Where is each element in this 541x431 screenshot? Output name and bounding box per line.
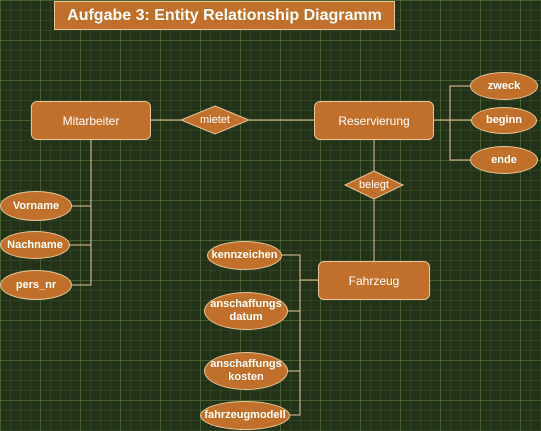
- attribute-anschaffungskosten[interactable]: anschaffungs kosten: [204, 352, 288, 390]
- attribute-beginn-label: beginn: [485, 114, 523, 126]
- entity-mitarbeiter-label: Mitarbeiter: [62, 113, 120, 128]
- attribute-fahrzeugmodell[interactable]: fahrzeugmodell: [200, 401, 290, 430]
- entity-mitarbeiter[interactable]: Mitarbeiter: [31, 101, 151, 140]
- edge-reservierung-ende: [449, 120, 470, 161]
- entity-reservierung-label: Reservierung: [338, 113, 410, 128]
- attribute-beginn[interactable]: beginn: [471, 107, 537, 134]
- attribute-ende-label: ende: [491, 153, 517, 166]
- attribute-pers-nr-label: pers_nr: [15, 278, 57, 291]
- diagram-title: Aufgabe 3: Entity Relationship Diagramm: [54, 1, 395, 30]
- edge-reservierung-zweck: [434, 85, 470, 121]
- entity-fahrzeug[interactable]: Fahrzeug: [318, 261, 430, 300]
- edge-fahrzeug-modell: [290, 280, 301, 416]
- attribute-kennzeichen-label: kennzeichen: [211, 249, 278, 261]
- attribute-anschaffungsdatum-label: anschaffungs datum: [210, 298, 282, 323]
- attribute-zweck[interactable]: zweck: [470, 72, 538, 100]
- relationship-belegt-label: belegt: [359, 179, 389, 191]
- entity-fahrzeug-label: Fahrzeug: [348, 273, 400, 288]
- attribute-zweck-label: zweck: [487, 79, 521, 92]
- relationship-diamond-belegt: [343, 170, 405, 200]
- attribute-pers-nr[interactable]: pers_nr: [0, 270, 72, 300]
- attribute-ende[interactable]: ende: [470, 146, 538, 174]
- attribute-kennzeichen[interactable]: kennzeichen: [207, 241, 282, 270]
- relationship-belegt[interactable]: belegt: [345, 171, 403, 199]
- attribute-vorname[interactable]: Vorname: [0, 191, 72, 221]
- attribute-nachname-label: Nachname: [7, 238, 63, 251]
- relationship-mietet[interactable]: mietet: [181, 106, 249, 134]
- relationship-diamond-mietet: [179, 105, 251, 135]
- attribute-fahrzeugmodell-label: fahrzeugmodell: [204, 409, 286, 421]
- relationship-mietet-label: mietet: [200, 114, 230, 126]
- edge-fahrzeug-kennzeichen: [282, 254, 318, 281]
- attribute-vorname-label: Vorname: [12, 199, 60, 212]
- attribute-anschaffungskosten-label: anschaffungs kosten: [210, 358, 282, 383]
- edge-mitarbeiter-persnr: [72, 140, 92, 286]
- entity-reservierung[interactable]: Reservierung: [314, 101, 434, 140]
- attribute-anschaffungsdatum[interactable]: anschaffungs datum: [204, 292, 288, 330]
- attribute-nachname[interactable]: Nachname: [0, 231, 70, 259]
